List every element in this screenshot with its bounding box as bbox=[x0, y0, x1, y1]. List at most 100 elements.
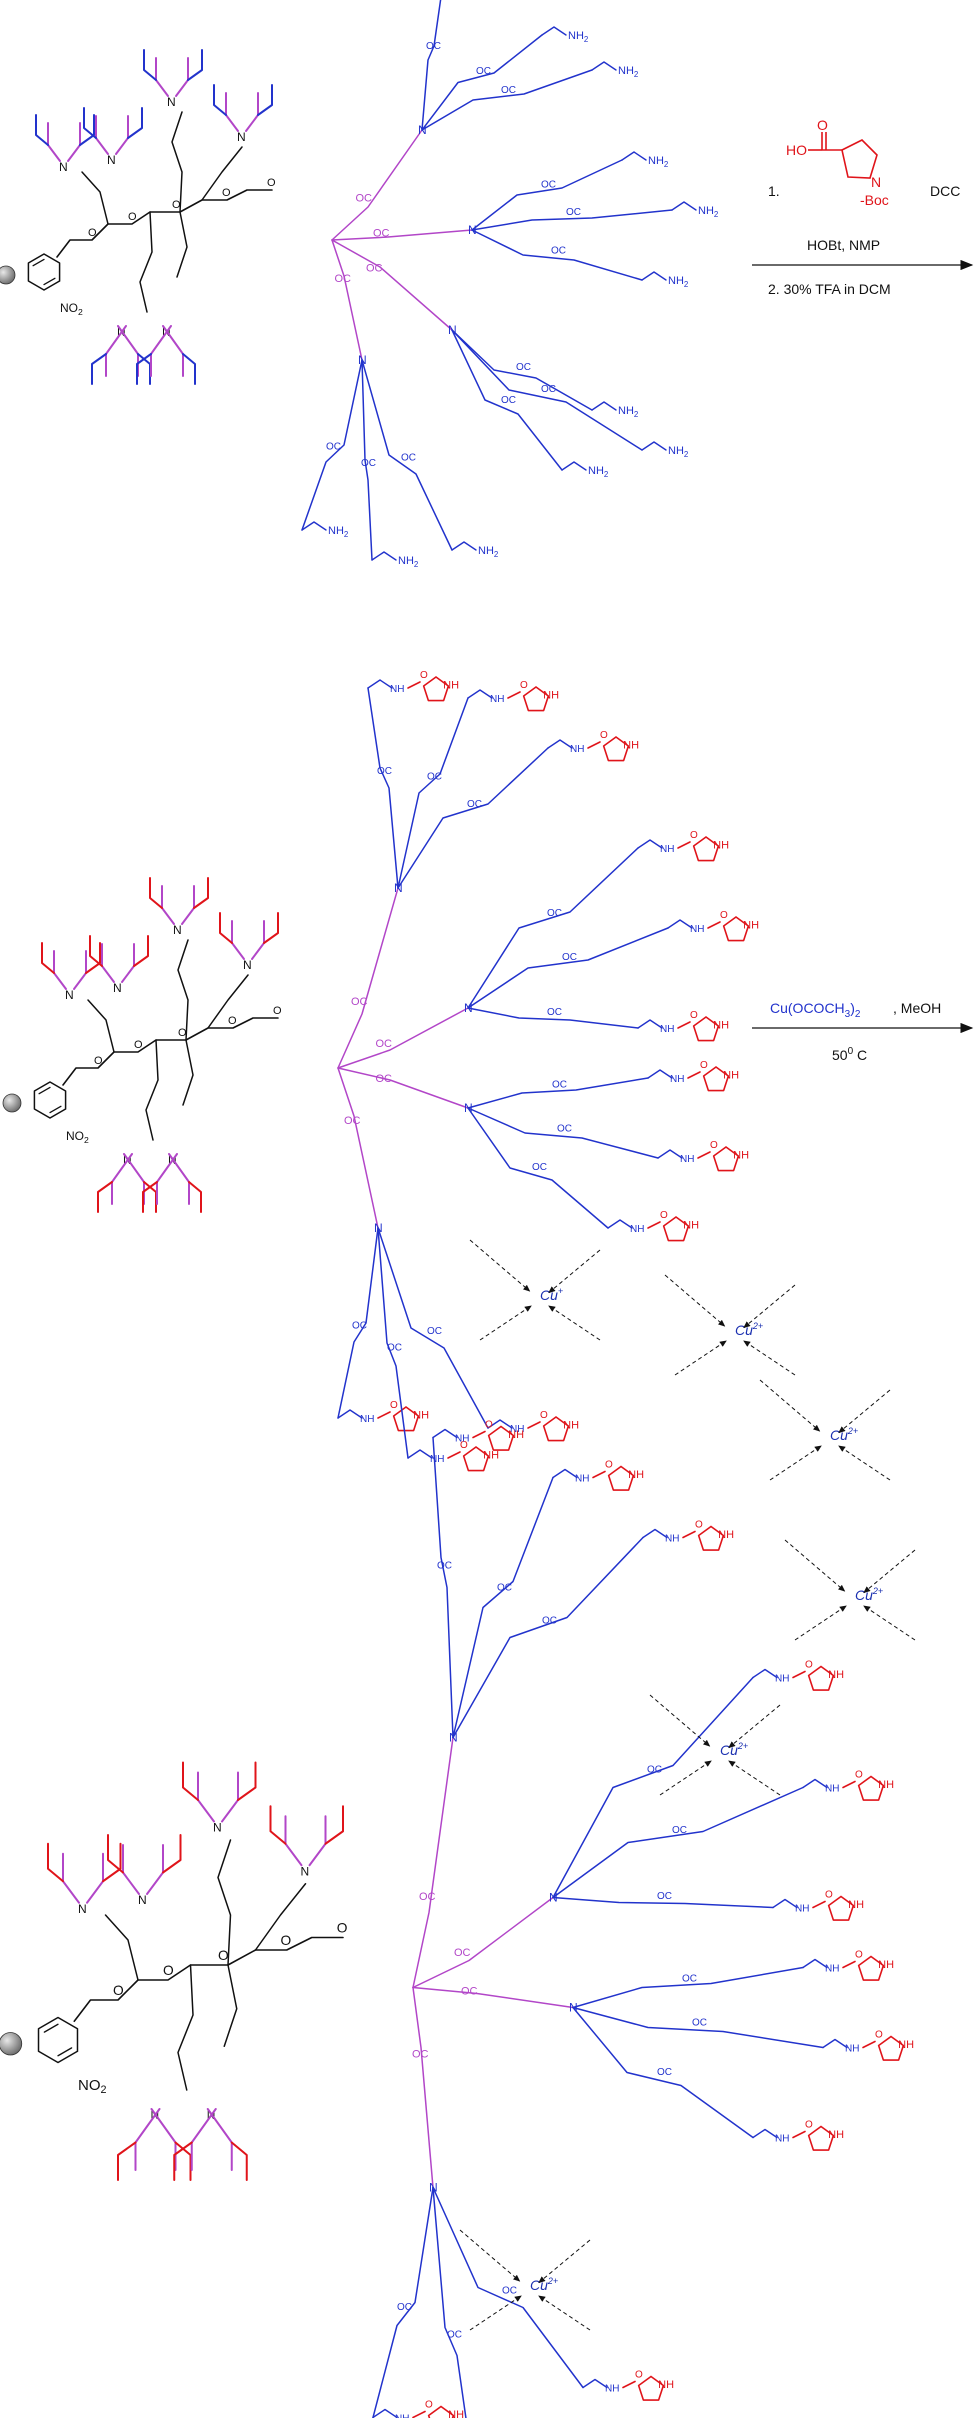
amine-n-label: N bbox=[65, 988, 74, 1002]
copper-charge: 2+ bbox=[872, 1586, 883, 1596]
label-main: NH bbox=[668, 275, 684, 287]
pyrrolidine-ring bbox=[542, 1416, 570, 1442]
amide-label: OC bbox=[352, 1321, 367, 1332]
carbonyl-o-label: O bbox=[660, 1210, 668, 1221]
amide-label: OC bbox=[566, 207, 581, 218]
copper-symbol: Cu bbox=[530, 2277, 548, 2293]
amide-label: OC bbox=[552, 1080, 567, 1091]
gen2-chain bbox=[451, 329, 563, 471]
resin-bead bbox=[0, 265, 16, 285]
gen2-chain bbox=[552, 1896, 774, 1909]
reaction2-temperature: 500 C bbox=[832, 1046, 867, 1063]
copper-symbol: Cu bbox=[735, 1322, 753, 1338]
bond bbox=[67, 122, 81, 162]
amide-nh-label: NH bbox=[575, 1474, 589, 1485]
gen2-chain bbox=[452, 1536, 644, 1739]
carbonyl-o-label: O bbox=[855, 1770, 863, 1781]
resin-bead bbox=[2, 1093, 22, 1113]
bond bbox=[41, 942, 55, 974]
proline-nh-label: NH bbox=[448, 2409, 464, 2418]
label-main: NH bbox=[568, 30, 584, 42]
amide-nh-label: NH bbox=[490, 694, 504, 705]
boc-proline-ho: HO bbox=[786, 142, 807, 158]
pyrrolidine-ring bbox=[392, 1406, 420, 1432]
benzene-ring bbox=[27, 253, 61, 291]
pyrrolidine-ring bbox=[487, 1425, 515, 1451]
ether-oxygen-label: O bbox=[228, 1015, 237, 1027]
gen2-chain bbox=[432, 2186, 584, 2389]
amide-label: OC bbox=[501, 85, 516, 96]
label-subscript: 2 bbox=[494, 550, 498, 559]
proline-carbonyl bbox=[842, 1780, 856, 1789]
proline-carbonyl bbox=[792, 2130, 806, 2139]
pyrrolidine-ring bbox=[602, 736, 630, 762]
bond bbox=[127, 107, 143, 139]
proline-carbonyl bbox=[447, 1451, 461, 1459]
bond bbox=[53, 950, 67, 990]
bond bbox=[284, 1815, 303, 1867]
carbonyl-o-label: O bbox=[600, 730, 608, 741]
proline-carbonyl bbox=[792, 1670, 806, 1679]
ethylenediamine-chain bbox=[657, 1149, 683, 1159]
carbonyl-o-label: O bbox=[520, 680, 528, 691]
ether-oxygen-label: O bbox=[128, 211, 137, 223]
proline-carbonyl bbox=[862, 2040, 876, 2049]
amide-nh-label: NH bbox=[395, 2414, 409, 2418]
label-main: NH bbox=[668, 445, 684, 457]
bond bbox=[173, 2141, 193, 2181]
pyrrolidine-ring bbox=[807, 1665, 835, 1691]
gen1-linker bbox=[412, 1986, 434, 2189]
bond bbox=[133, 935, 149, 967]
bond bbox=[117, 2141, 137, 2181]
amide-label: OC bbox=[447, 2330, 462, 2341]
core-ether-backbone bbox=[73, 1936, 344, 2023]
bond bbox=[89, 935, 103, 967]
amide-label: OC bbox=[335, 273, 352, 285]
gen2-chain bbox=[361, 359, 453, 551]
ethylenediamine-chain bbox=[371, 551, 397, 561]
ethylenediamine-chain bbox=[647, 1069, 673, 1079]
proline-nh-label: NH bbox=[848, 1899, 864, 1911]
label-main: NH bbox=[618, 65, 634, 77]
label-subscript: 2 bbox=[344, 530, 348, 539]
pyrrolidine-ring bbox=[692, 836, 720, 862]
ether-oxygen-label: O bbox=[337, 1921, 348, 1936]
carbonyl-o-label: O bbox=[460, 1440, 468, 1451]
amide-label: OC bbox=[516, 362, 531, 373]
ethylenediamine-chain bbox=[642, 1528, 668, 1539]
bond bbox=[231, 920, 245, 960]
gen2-chain bbox=[572, 2006, 754, 2139]
coordination-bond bbox=[548, 1249, 601, 1294]
proline-nh-label: NH bbox=[743, 920, 759, 932]
bond bbox=[101, 943, 115, 983]
ethylenediamine-chain bbox=[772, 1898, 798, 1909]
gen2-chain bbox=[471, 209, 673, 231]
proline-nh-label: NH bbox=[483, 1450, 499, 1462]
carbonyl-o-label: O bbox=[390, 1400, 398, 1411]
bond bbox=[162, 1834, 182, 1874]
gen1-linker bbox=[412, 1736, 454, 1989]
amide-label: OC bbox=[501, 395, 516, 406]
bond bbox=[155, 57, 169, 97]
gen1-linker bbox=[331, 229, 473, 241]
copper-charge: + bbox=[558, 1286, 563, 1296]
coordination-bond bbox=[863, 1549, 916, 1594]
amide-nh-label: NH bbox=[630, 1224, 644, 1235]
amide-label: OC bbox=[454, 1947, 471, 1959]
amide-label: OC bbox=[541, 384, 556, 395]
amide-label: OC bbox=[373, 228, 390, 240]
amide-label: OC bbox=[344, 1115, 361, 1127]
ethylenediamine-chain bbox=[487, 1419, 513, 1429]
bond bbox=[102, 1842, 122, 1883]
amide-nh-label: NH bbox=[680, 1154, 694, 1165]
label-main: NH bbox=[328, 525, 344, 537]
gen2-chain bbox=[451, 329, 593, 411]
ethylenediamine-chain bbox=[752, 1668, 778, 1679]
coordination-bond bbox=[674, 1340, 727, 1376]
bond bbox=[182, 1761, 199, 1801]
gen2-chain bbox=[432, 1436, 454, 1739]
gen1-linker bbox=[412, 1896, 554, 1989]
bond bbox=[324, 1805, 344, 1845]
label-subscript: 2 bbox=[101, 2084, 107, 2096]
